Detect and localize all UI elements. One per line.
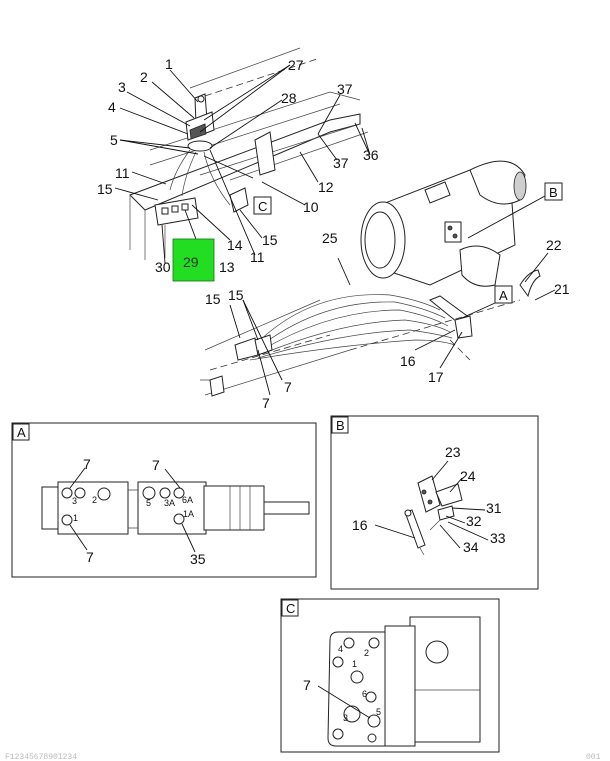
callout-11-right: 11 (250, 249, 265, 265)
callout-4: 4 (108, 99, 116, 115)
bracket-22 (519, 269, 541, 298)
sensor-bracket (404, 475, 463, 556)
ref-box-c[interactable]: C (253, 196, 272, 215)
detail-b: B 23 24 31 32 33 34 16 (330, 415, 539, 590)
callout-22: 22 (546, 237, 562, 253)
callout-15-left: 15 (97, 181, 113, 197)
svg-text:C: C (258, 199, 267, 214)
pin-2: 2 (92, 495, 97, 505)
pin-6a: 6A (182, 495, 193, 505)
callout-15-lower-a: 15 (205, 291, 221, 307)
callout-13: 13 (219, 259, 235, 275)
pin-3: 3 (72, 496, 77, 506)
callout-14: 14 (227, 237, 243, 253)
pin-2: 2 (364, 648, 369, 658)
connector-block (154, 197, 199, 258)
detail-c-letter: C (286, 601, 295, 616)
detail-b-callout-16: 16 (352, 517, 368, 533)
callout-7-lower-b: 7 (262, 395, 270, 411)
svg-text:B: B (549, 185, 558, 200)
detail-c-callout-7: 7 (303, 677, 311, 693)
highlight-29[interactable]: 29 (172, 238, 215, 282)
detail-a: A 3 2 1 5 3A 6A 1A 7 7 (11, 422, 317, 578)
main-view: 1 2 3 4 5 27 28 37 37 36 12 10 11 15 14 … (97, 47, 570, 411)
callout-25: 25 (322, 230, 338, 246)
callout-30: 30 (155, 259, 171, 275)
callout-36: 36 (363, 147, 379, 163)
frame-rail (129, 47, 369, 260)
callout-16: 16 (400, 353, 416, 369)
detail-b-callout-31: 31 (486, 500, 502, 516)
callout-27: 27 (288, 57, 304, 73)
detail-b-callout-24: 24 (460, 468, 476, 484)
detail-a-callout-7-a: 7 (83, 456, 91, 472)
sensor-connector (41, 481, 310, 535)
callout-10: 10 (303, 199, 319, 215)
callout-37-mid: 37 (333, 155, 349, 171)
callout-7-lower-a: 7 (284, 379, 292, 395)
ref-box-a[interactable]: A (494, 285, 513, 304)
callout-21: 21 (554, 281, 570, 297)
footer-right: 001 (586, 753, 601, 761)
detail-a-callout-7-c: 7 (152, 457, 160, 473)
callout-5: 5 (110, 132, 118, 148)
callout-15-lower-b: 15 (228, 287, 244, 303)
callout-17: 17 (428, 369, 444, 385)
svg-text:A: A (499, 288, 508, 303)
wire-harness (249, 294, 473, 361)
pin-1: 1 (73, 513, 78, 523)
pin-1: 1 (352, 659, 357, 669)
detail-c: C 4 2 1 6 3 5 7 (280, 598, 500, 753)
highlight-29-label: 29 (183, 254, 199, 270)
ref-box-b[interactable]: B (544, 182, 563, 201)
pin-3a: 3A (164, 498, 175, 508)
pin-5: 5 (376, 707, 381, 717)
leader-lines (114, 64, 556, 396)
detail-b-callout-23: 23 (445, 444, 461, 460)
callout-15-right: 15 (262, 232, 278, 248)
pin-4: 4 (338, 644, 343, 654)
callout-37-top: 37 (337, 81, 353, 97)
pin-5: 5 (146, 498, 151, 508)
callout-2: 2 (140, 69, 148, 85)
pin-3: 3 (343, 713, 348, 723)
pin-6: 6 (362, 689, 367, 699)
detail-a-callout-7-b: 7 (86, 549, 94, 565)
callout-1: 1 (165, 56, 173, 72)
callout-12: 12 (318, 179, 334, 195)
harness-connector (327, 616, 481, 747)
callout-11-left: 11 (115, 165, 130, 181)
detail-b-callout-34: 34 (463, 539, 479, 555)
switch-assembly (169, 93, 231, 206)
detail-b-letter: B (336, 418, 345, 433)
detail-b-callout-32: 32 (466, 513, 482, 529)
detail-a-letter: A (17, 425, 26, 440)
callout-28: 28 (281, 90, 297, 106)
detail-b-callout-33: 33 (490, 530, 506, 546)
callout-3: 3 (118, 79, 126, 95)
detail-a-callout-35: 35 (190, 551, 206, 567)
pin-1a: 1A (183, 509, 194, 519)
footer-left: F12345678901234 (5, 753, 77, 761)
engine-assembly (360, 160, 527, 287)
